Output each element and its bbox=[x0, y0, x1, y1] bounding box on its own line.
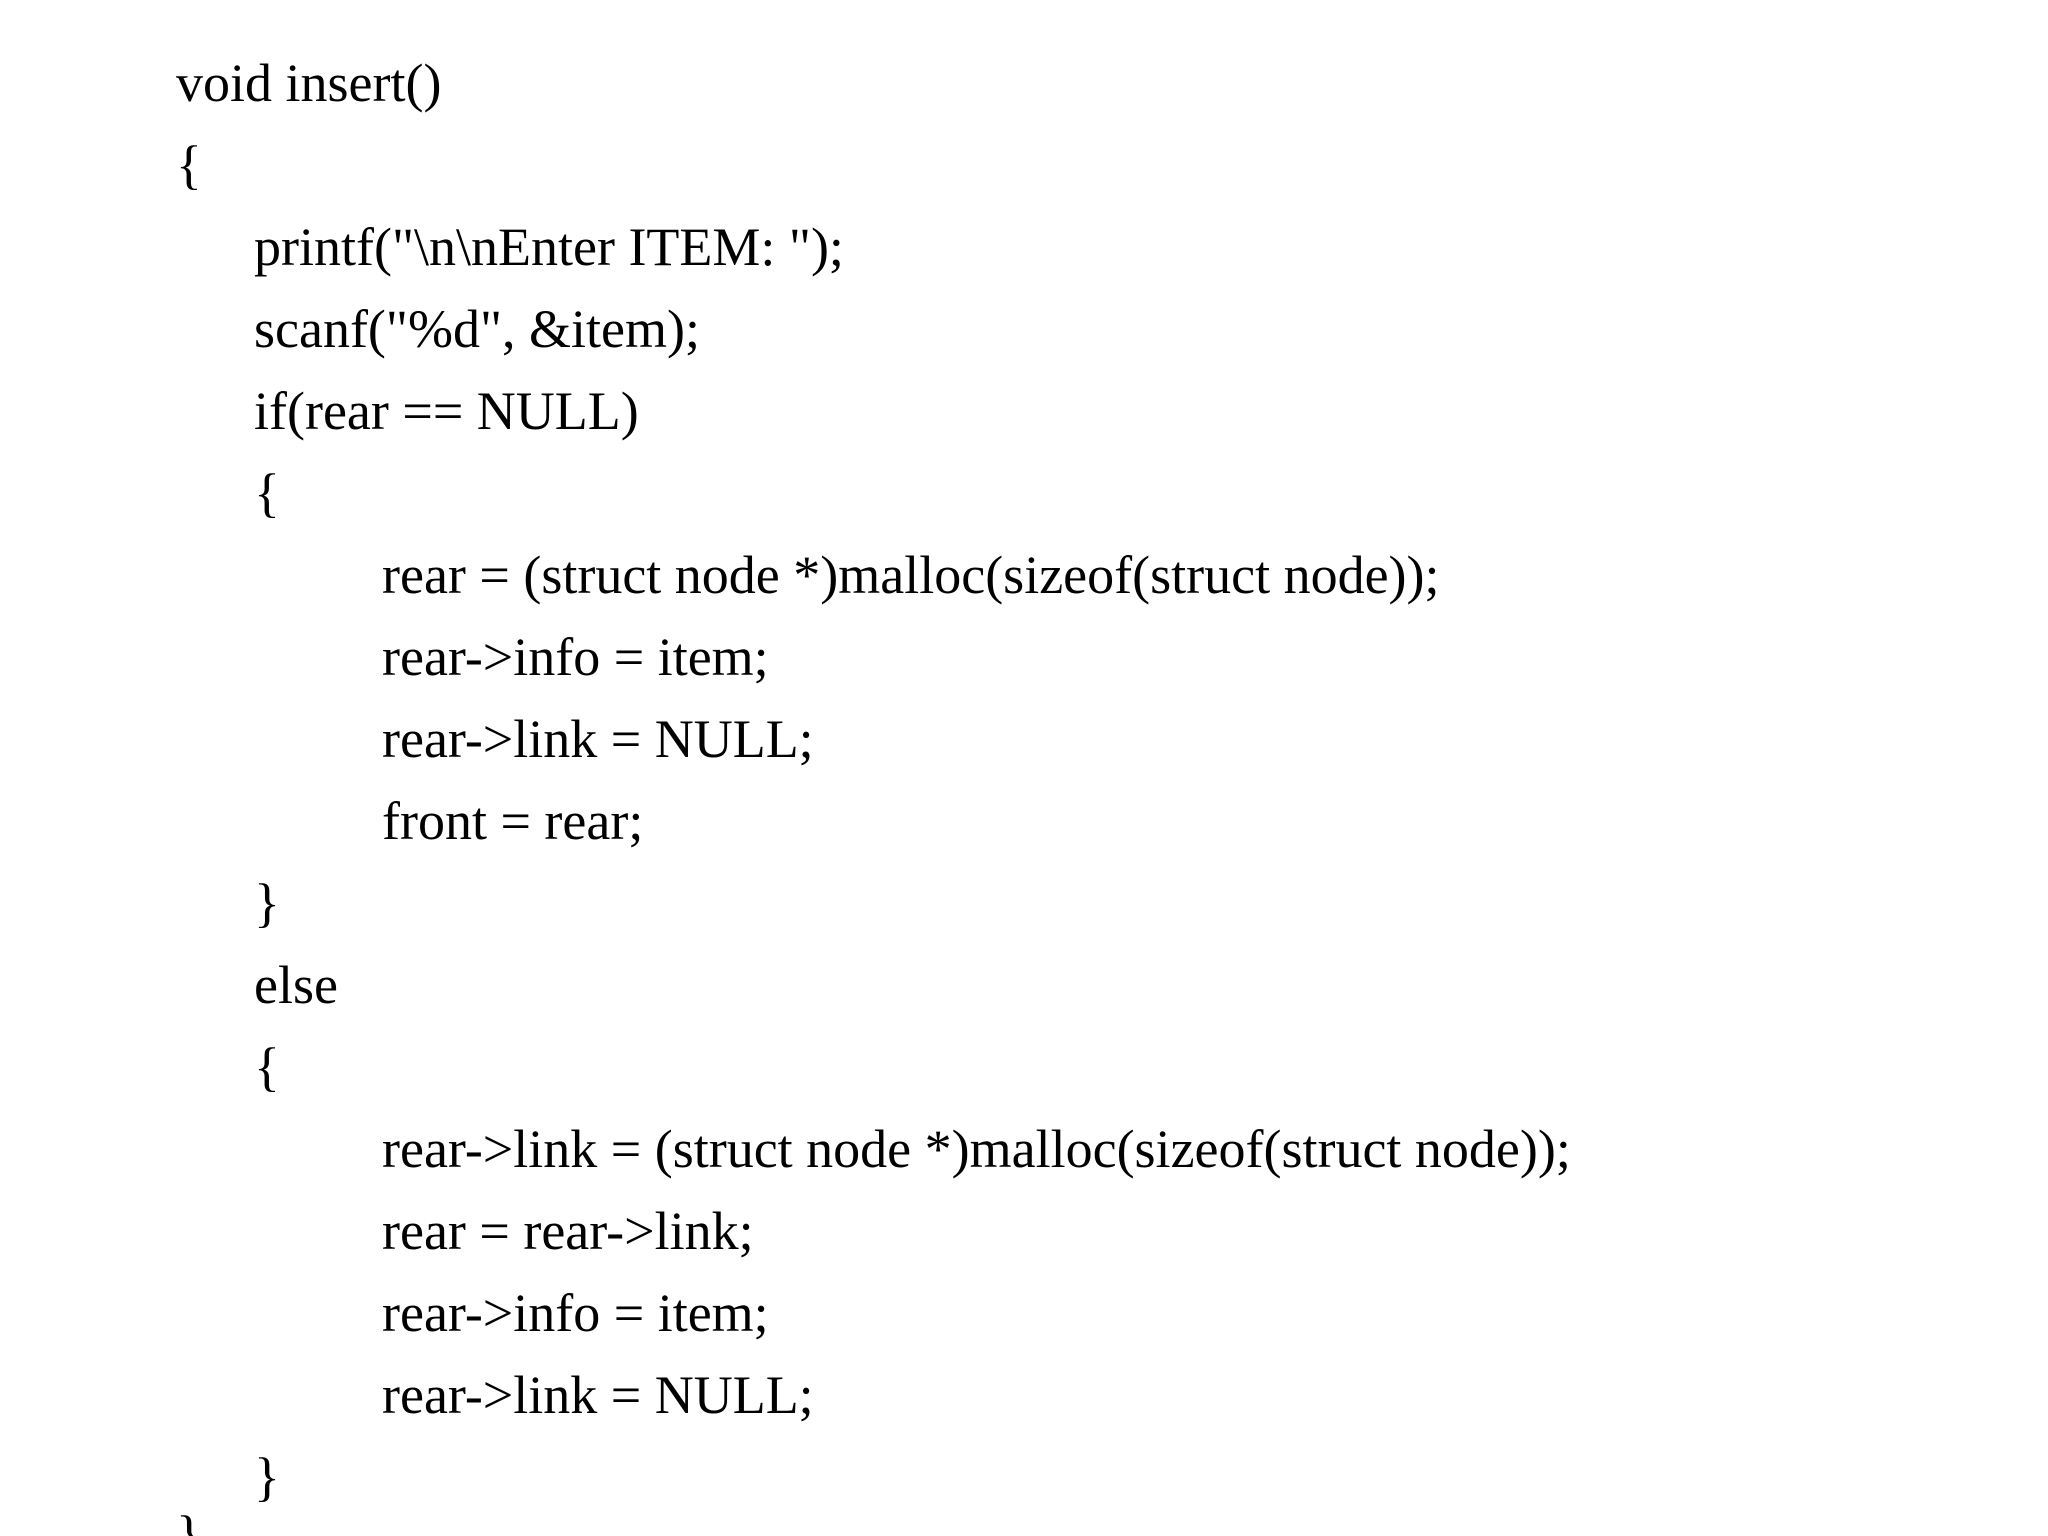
code-line-16: rear->info = item; bbox=[382, 1283, 769, 1343]
code-line-15: rear = rear->link; bbox=[382, 1201, 754, 1261]
code-line-4: scanf("%d", &item); bbox=[254, 299, 700, 359]
code-line-7: rear = (struct node *)malloc(sizeof(stru… bbox=[382, 545, 1440, 605]
code-line-11: } bbox=[254, 873, 280, 933]
code-line-17: rear->link = NULL; bbox=[382, 1365, 814, 1425]
code-line-3: printf("\n\nEnter ITEM: "); bbox=[254, 217, 844, 277]
code-line-19: } bbox=[176, 1505, 202, 1536]
code-line-18: } bbox=[254, 1447, 280, 1507]
code-line-6: { bbox=[254, 463, 280, 523]
code-line-13: { bbox=[254, 1037, 280, 1097]
code-line-8: rear->info = item; bbox=[382, 627, 769, 687]
code-line-12: else bbox=[254, 955, 338, 1015]
code-line-1: void insert() bbox=[176, 53, 442, 113]
code-line-9: rear->link = NULL; bbox=[382, 709, 814, 769]
code-line-5: if(rear == NULL) bbox=[254, 381, 639, 441]
code-line-2: { bbox=[176, 135, 202, 195]
code-line-14: rear->link = (struct node *)malloc(sizeo… bbox=[382, 1119, 1571, 1179]
code-line-10: front = rear; bbox=[382, 791, 644, 851]
